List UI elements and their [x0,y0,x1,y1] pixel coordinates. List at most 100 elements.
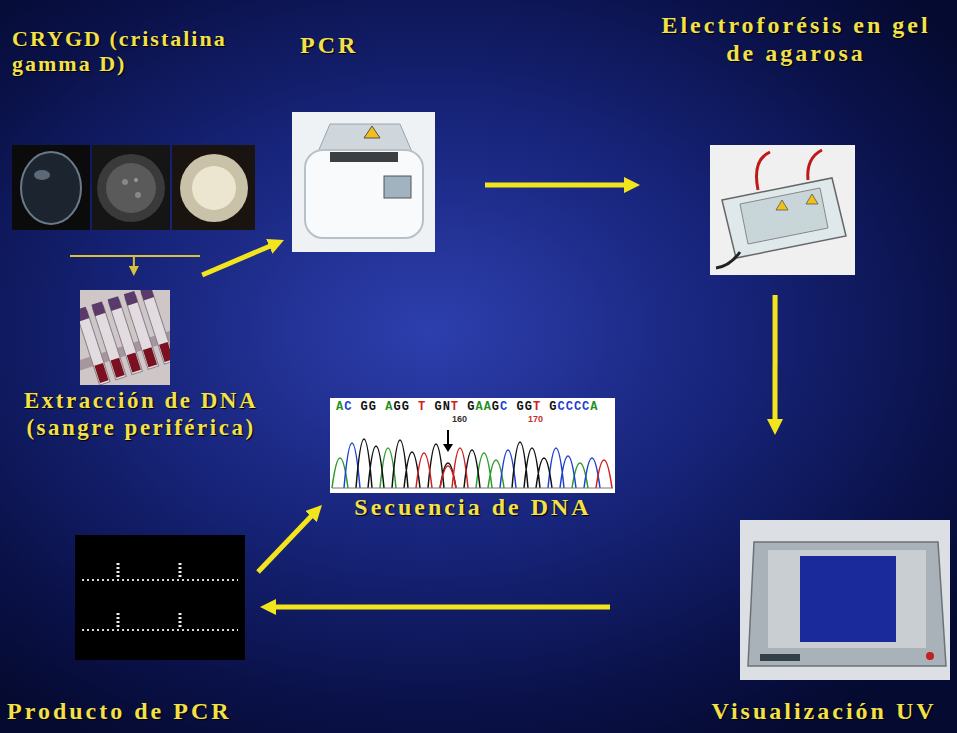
base-letter: C [566,400,574,414]
gel-band [179,563,182,577]
base-letter: G [516,400,524,414]
base-letter: A [385,400,393,414]
lens [180,154,248,222]
base-letter [352,400,360,414]
flow-arrow [485,183,625,188]
base-letter: N [443,400,451,414]
chromatogram-peak [416,448,612,488]
cataract-dot [135,192,141,198]
mutation-arrowhead [443,444,453,452]
step-label: Producto de PCR [7,698,232,726]
base-letter: A [475,400,483,414]
base-letter: C [500,400,508,414]
blood-tubes-photo [60,281,189,390]
tube-rack [80,290,170,385]
flow-arrow [258,516,312,572]
tube-cap [140,290,154,300]
uv-glass [800,556,896,642]
blood [159,342,170,362]
name-plate [760,654,800,661]
blood [127,353,141,373]
base-letter: G [525,400,533,414]
electrophoresis-photo [710,145,855,275]
transilluminator-body [748,542,946,666]
eye-photo [12,145,90,230]
base-letter [410,400,418,414]
chromatogram-ground [330,398,615,493]
tube-cap [91,301,105,316]
gel-band [117,563,120,577]
photo-ground [292,112,435,252]
gel-ground [75,535,245,660]
cataract-dot [134,178,138,182]
tube-cap [124,291,138,306]
cataract-opacity [192,166,236,210]
lens [21,152,81,224]
chromatogram [330,398,615,493]
photo-ground [740,520,950,680]
sequence-text: AC GG AGG T GNT GAAGC GGT GCCCCA [336,401,599,414]
baseline [332,488,613,489]
uv-step-box: Visualización UV [695,515,953,730]
flow-arrow [202,246,270,275]
base-letter: C [574,400,582,414]
eye-photos [12,145,255,230]
black-cable [716,252,740,268]
warning-symbol [806,194,818,204]
red-cable [808,150,822,180]
warning-symbol [776,200,788,210]
base-letter: G [369,400,377,414]
dna-extraction-box: Extracción de DNA (sangre periférica) [8,275,274,445]
flow-arrow [772,295,777,420]
tubes [80,290,170,385]
step-label: PCR [300,32,358,60]
warning-symbol [364,126,380,138]
uv-transilluminator-photo [740,520,950,680]
gel-band [117,613,120,627]
cataract-dot [122,179,128,185]
lens [97,154,165,222]
base-letter [426,400,434,414]
transilluminator-top [768,550,926,648]
blood [143,347,157,367]
base-letter [459,400,467,414]
thermocycler-lid [318,124,412,152]
gene-image-box: CRYGD (cristalina gamma D) [8,22,267,236]
cataract-opacity [106,163,156,213]
gel-band-row [82,579,238,581]
flow-arrow [133,256,135,267]
power-button [926,652,934,660]
base-letter: C [557,400,565,414]
gel-band [179,613,182,627]
red-cable [757,152,771,190]
position-number: 170 [528,415,543,425]
bracket-line [70,255,200,257]
base-letter: G [393,400,401,414]
lens-highlight [34,170,50,180]
gel-tank [722,178,846,258]
thermocycler-photo [292,112,435,252]
base-letter: G [402,400,410,414]
flow-arrow [275,605,610,610]
gel-image [75,535,245,660]
base-letter: C [344,400,352,414]
base-letter [508,400,516,414]
base-letter: G [467,400,475,414]
thermocycler-screen [384,176,411,198]
base-letter [377,400,385,414]
base-letter: C [582,400,590,414]
gel-tray [740,188,828,244]
sequence-box: Secuencia de DNA [326,396,620,526]
base-letter: T [418,400,426,414]
mutation-arrow [447,430,449,446]
base-letter: G [492,400,500,414]
position-number: 160 [452,415,467,425]
base-letter: G [434,400,442,414]
tube-cap [80,307,89,322]
pcr-step-box: PCR [290,28,440,256]
eye-photo [92,145,170,230]
